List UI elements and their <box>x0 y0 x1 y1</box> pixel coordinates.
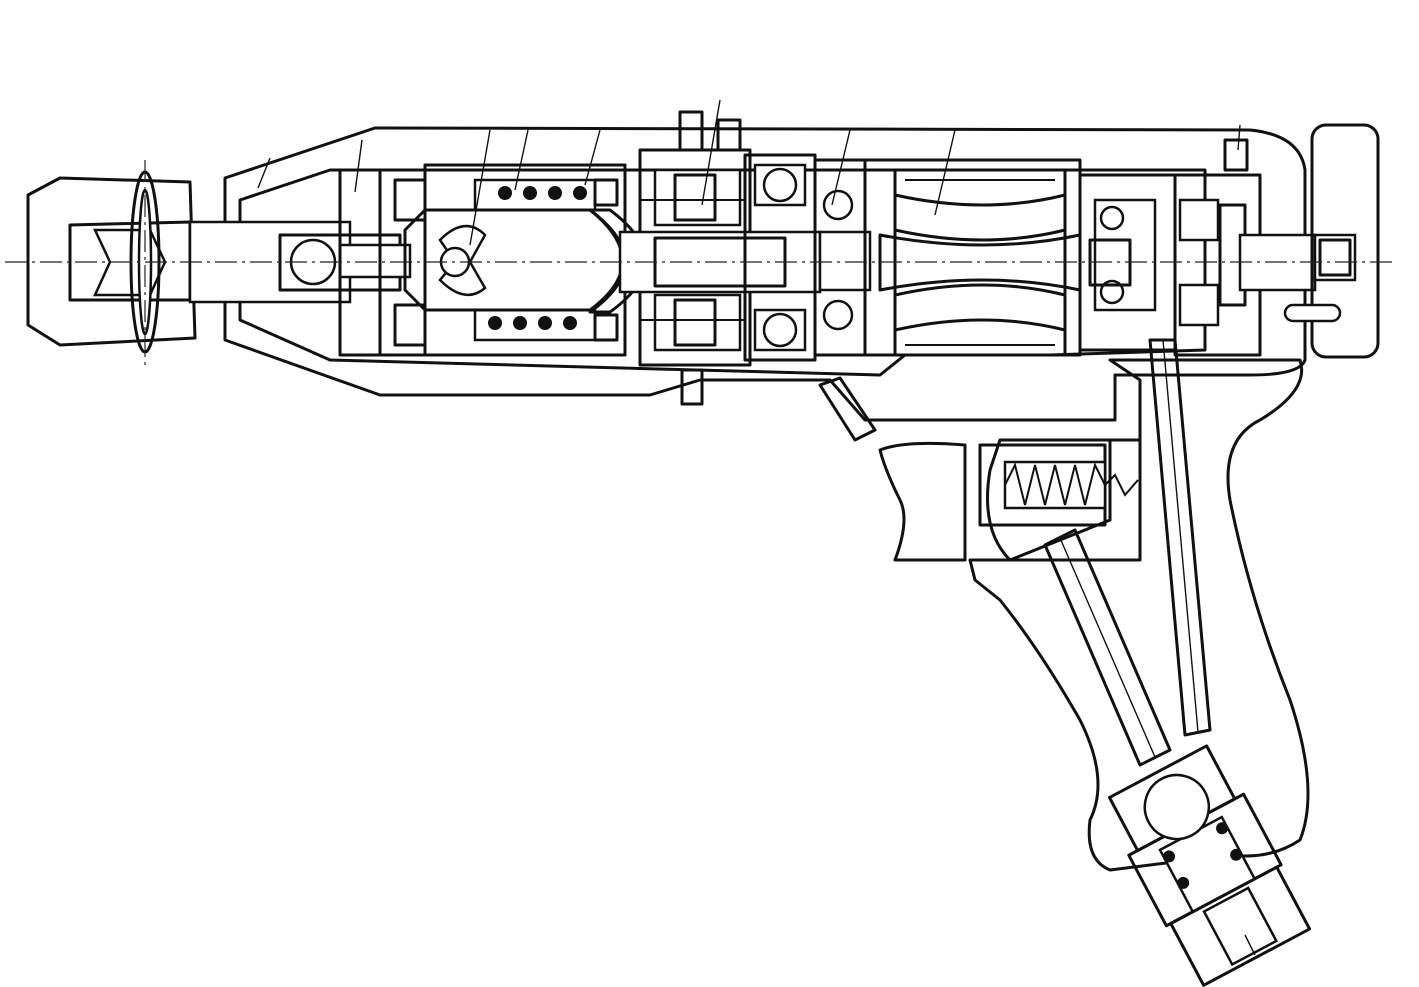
cam-sleeve <box>403 208 624 312</box>
air-inlet-fitting <box>1107 744 1312 987</box>
leader-lines <box>257 99 1256 956</box>
trigger <box>878 441 967 562</box>
end-knob <box>1310 123 1380 359</box>
spring-coils-top <box>498 186 587 200</box>
spring-coils-bottom <box>488 316 577 330</box>
top-pin <box>678 110 704 152</box>
trigger-cavity <box>986 438 1142 562</box>
knob-screw <box>1283 303 1342 323</box>
throttle-valve-rod <box>1043 528 1172 767</box>
bottom-pin <box>680 368 704 406</box>
collet-nut <box>26 176 197 347</box>
main-housing <box>223 126 1307 422</box>
exhaust-seal <box>818 376 877 442</box>
trigger-spring <box>1004 462 1139 506</box>
air-motor-rotor <box>893 193 1067 242</box>
pistol-grip <box>968 358 1310 872</box>
air-passage <box>1148 338 1212 737</box>
